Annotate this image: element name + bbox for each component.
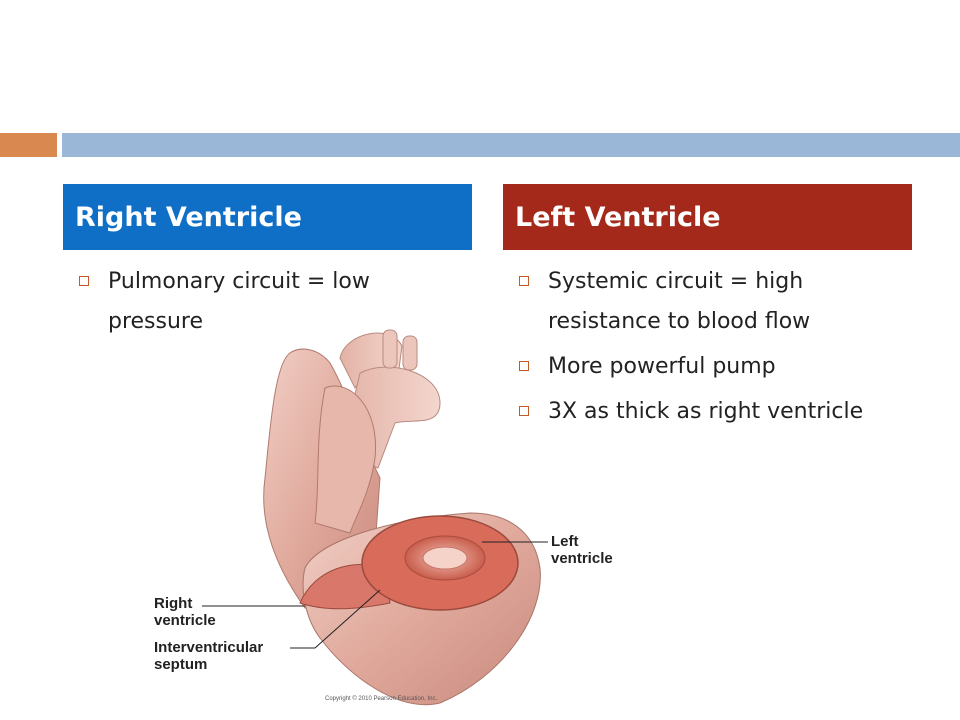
heart-illustration [202, 329, 548, 706]
list-item: Systemic circuit = high resistance to bl… [516, 262, 916, 342]
list-item: More powerful pump [516, 347, 916, 387]
label-right-ventricle: Right ventricle [154, 595, 216, 629]
bullet-text: More powerful pump [548, 354, 776, 379]
list-item: 3X as thick as right ventricle [516, 392, 916, 432]
left-ventricle-title: Left Ventricle [515, 201, 721, 233]
bullet-text: Pulmonary circuit = low pressure [108, 269, 370, 334]
square-bullet-icon [519, 276, 529, 286]
right-ventricle-header: Right Ventricle [63, 184, 472, 250]
copyright-notice: Copyright © 2010 Pearson Education, Inc. [325, 696, 438, 702]
list-item: Pulmonary circuit = low pressure [76, 262, 456, 342]
left-ventricle-header: Left Ventricle [503, 184, 912, 250]
accent-bar-blue [62, 133, 960, 157]
accent-bar-orange [0, 133, 57, 157]
right-ventricle-title: Right Ventricle [75, 201, 302, 233]
bullet-text: 3X as thick as right ventricle [548, 399, 864, 424]
square-bullet-icon [79, 276, 89, 286]
label-interventricular-septum: Interventricular septum [154, 639, 264, 673]
label-left-ventricle: Left ventricle [551, 533, 613, 567]
right-ventricle-bullets: Pulmonary circuit = low pressure [76, 262, 456, 347]
bullet-text: Systemic circuit = high resistance to bl… [548, 269, 811, 334]
left-ventricle-bullets: Systemic circuit = high resistance to bl… [516, 262, 916, 437]
square-bullet-icon [519, 361, 529, 371]
square-bullet-icon [519, 406, 529, 416]
